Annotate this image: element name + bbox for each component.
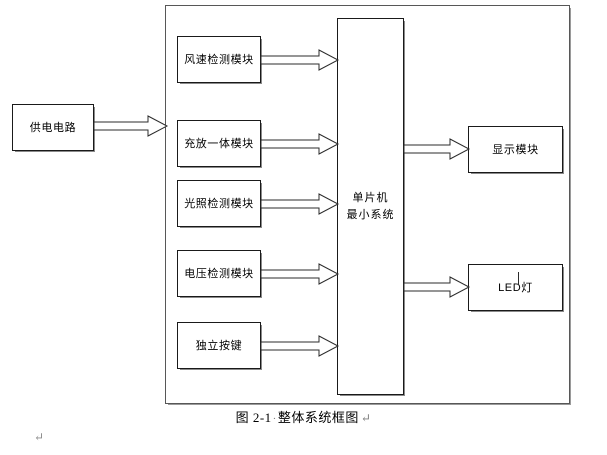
figure-title: 整体系统框图 bbox=[277, 410, 359, 425]
arrow-power-to-system bbox=[93, 114, 169, 138]
text-caret-artifact bbox=[518, 272, 519, 285]
input-module-charge-discharge[interactable]: 充放一体模块 bbox=[177, 120, 261, 167]
power-supply-block[interactable]: 供电电路 bbox=[12, 104, 94, 151]
input-module-illumination[interactable]: 光照检测模块 bbox=[177, 180, 261, 227]
power-supply-label: 供电电路 bbox=[29, 121, 77, 134]
input-module-label: 独立按键 bbox=[195, 339, 243, 352]
input-module-label: 充放一体模块 bbox=[184, 137, 254, 150]
output-module-label: LED灯 bbox=[498, 281, 533, 294]
mcu-minimum-system-label: 单片机 最小系统 bbox=[346, 191, 395, 221]
trailing-paragraph-mark-icon: ↵ bbox=[34, 430, 45, 444]
input-module-label: 风速检测模块 bbox=[184, 53, 254, 66]
input-module-voltage[interactable]: 电压检测模块 bbox=[177, 250, 261, 297]
output-module-display[interactable]: 显示模块 bbox=[468, 126, 563, 173]
figure-number: 图 2-1 bbox=[235, 410, 272, 425]
paragraph-mark-icon: ↵ bbox=[360, 411, 372, 425]
mcu-minimum-system-block[interactable]: 单片机 最小系统 bbox=[337, 18, 404, 395]
input-module-label: 光照检测模块 bbox=[184, 197, 254, 210]
output-module-label: 显示模块 bbox=[492, 143, 539, 156]
output-module-led[interactable]: LED灯 bbox=[468, 264, 563, 311]
figure-caption: 图 2-1·整体系统框图↵ bbox=[0, 407, 607, 426]
input-module-wind-speed[interactable]: 风速检测模块 bbox=[177, 36, 261, 83]
input-module-label: 电压检测模块 bbox=[184, 267, 254, 280]
system-boundary-container bbox=[165, 5, 570, 404]
input-module-independent-keys[interactable]: 独立按键 bbox=[177, 322, 261, 369]
space-dot-mark: · bbox=[272, 413, 277, 425]
